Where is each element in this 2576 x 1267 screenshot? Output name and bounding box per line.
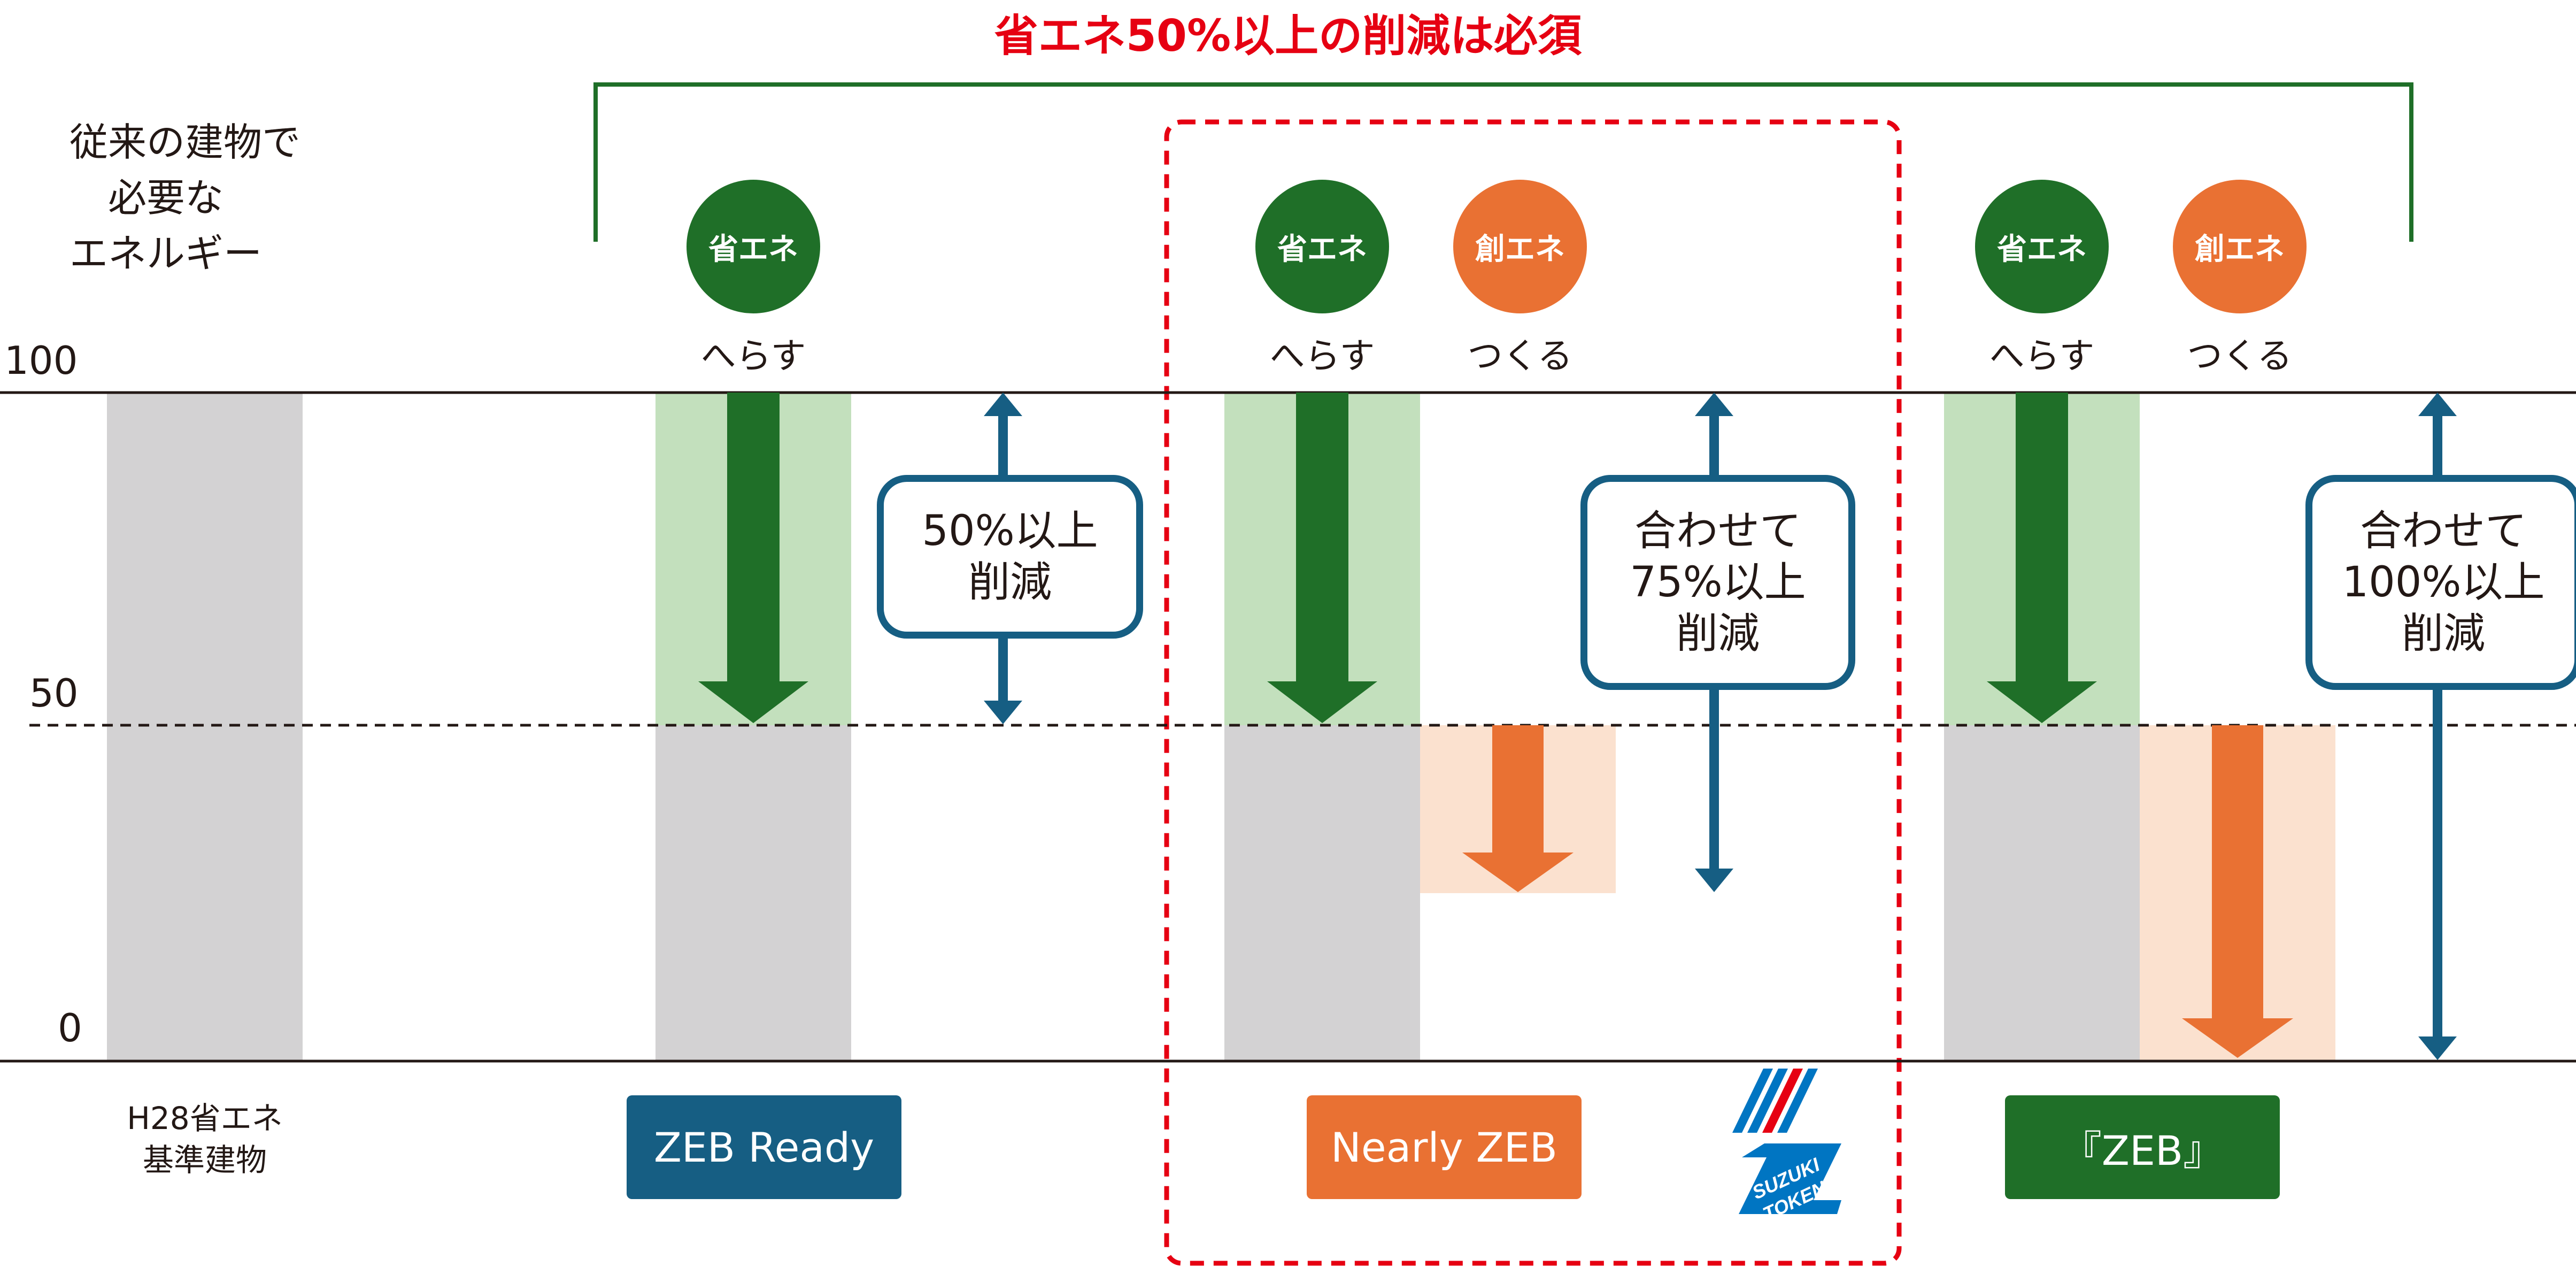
badge-label: ZEB Ready <box>653 1123 875 1171</box>
axis-legend-line: 必要な <box>107 175 223 220</box>
circle-label: 省エネ <box>1997 232 2087 267</box>
zeb-create-sub: つくる <box>2187 335 2293 377</box>
zeb-create-circle: 創エネ <box>2173 180 2307 313</box>
circle-label: 創エネ <box>2195 232 2285 267</box>
tick-100: 100 <box>4 338 78 383</box>
nearly-zeb-callout: 合わせて 75%以上 削減 <box>1580 475 1855 690</box>
zeb-save-circle: 省エネ <box>1975 180 2109 313</box>
nearly-zeb-create-sub: つくる <box>1467 335 1573 377</box>
circle-label: 創エネ <box>1475 232 1565 267</box>
highlight-box <box>1164 119 1902 1266</box>
callout-line: 50%以上 <box>922 507 1098 555</box>
callout-line: 削減 <box>2401 610 2485 658</box>
circle-label: 省エネ <box>708 232 798 267</box>
zeb-ready-gray-bar <box>655 725 851 1061</box>
callout-line: 合わせて <box>1634 507 1801 555</box>
badge-label: Nearly ZEB <box>1331 1123 1557 1171</box>
axis-legend-line: 従来の建物で <box>70 120 301 165</box>
zeb-ready-badge: ZEB Ready <box>627 1095 901 1199</box>
axis-legend-line: エネルギー <box>70 231 263 276</box>
callout-line: 75%以上 <box>1630 558 1806 606</box>
zeb-ready-callout: 50%以上 削減 <box>877 475 1143 639</box>
zeb-ready-save-sub: へらす <box>700 335 806 377</box>
zeb-callout: 合わせて 100%以上 削減 <box>2305 475 2576 690</box>
baseline-bar <box>107 393 303 1061</box>
baseline-label: H28省エネ 基準建物 <box>109 1097 301 1181</box>
badge-label: 『ZEB』 <box>2061 1127 2224 1174</box>
callout-line: 100%以上 <box>2342 558 2545 606</box>
nearly-zeb-create-circle: 創エネ <box>1453 180 1587 313</box>
zeb-ready-save-circle: 省エネ <box>687 180 820 313</box>
nearly-zeb-badge: Nearly ZEB <box>1307 1095 1582 1199</box>
callout-line: 合わせて <box>2359 507 2527 555</box>
zeb-save-arrow <box>1987 393 2097 723</box>
tick-0: 0 <box>58 1005 82 1050</box>
callout-line: 削減 <box>1676 610 1760 658</box>
callout-line: 削減 <box>968 558 1052 606</box>
nearly-zeb-create-arrow <box>1462 725 1574 892</box>
zeb-gray-bar <box>1944 725 2140 1061</box>
circle-label: 省エネ <box>1277 232 1367 267</box>
nearly-zeb-save-arrow <box>1267 393 1377 723</box>
suzuki-token-logo: SUZUKI TOKEN <box>1732 1069 1841 1225</box>
axis-legend: 従来の建物で 必要な エネルギー <box>70 114 301 281</box>
baseline-label-line: H28省エネ <box>127 1100 283 1137</box>
nearly-zeb-save-circle: 省エネ <box>1255 180 1389 313</box>
zeb-ready-save-arrow <box>698 393 808 723</box>
zeb-badge: 『ZEB』 <box>2005 1095 2280 1199</box>
nearly-zeb-gray-bar <box>1224 725 1420 1061</box>
tick-50: 50 <box>29 671 79 716</box>
nearly-zeb-save-sub: へらす <box>1269 335 1375 377</box>
zeb-create-arrow <box>2182 725 2293 1058</box>
bracket <box>593 82 2413 242</box>
baseline-label-line: 基準建物 <box>142 1142 267 1178</box>
page-title: 省エネ50%以上の削減は必須 <box>994 11 1582 62</box>
zeb-save-sub: へらす <box>1989 335 2095 377</box>
